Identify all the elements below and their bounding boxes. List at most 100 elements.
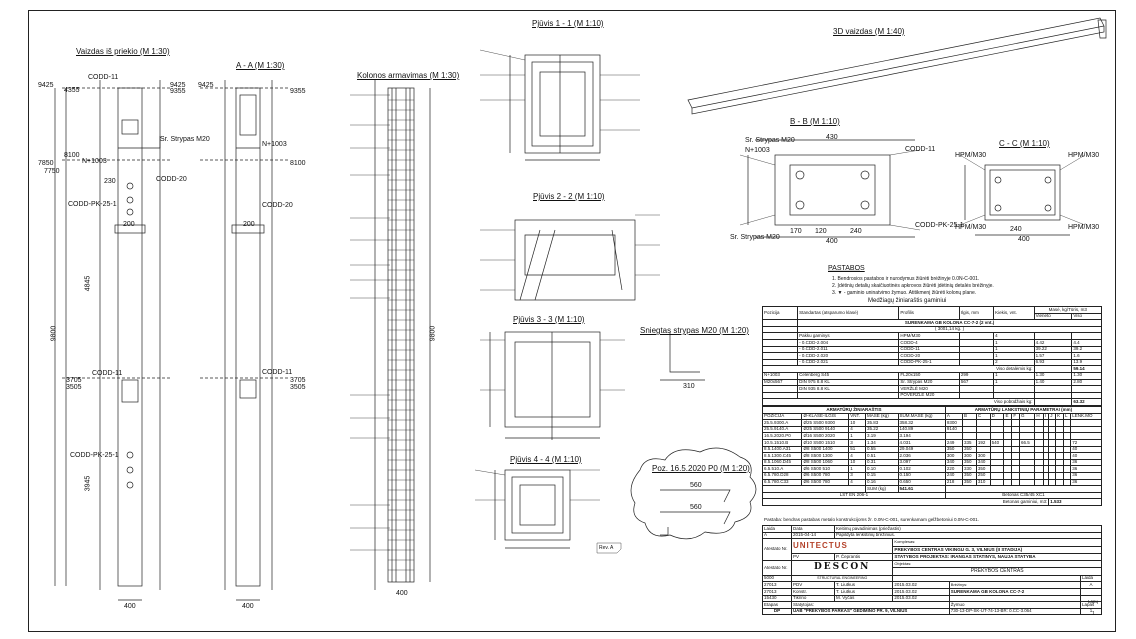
header-cell: Standartas (atsparumo klasė) [797, 305, 900, 321]
etapas: DP [762, 607, 792, 616]
cc-view-title: C - C (M 1:10) [999, 139, 1050, 148]
descon-logo: DESCON [814, 562, 871, 573]
product-mass: ( 3001,14 kg. ) [797, 325, 1102, 334]
drawing-sheet [28, 10, 1116, 632]
header-cell: Profilis [898, 305, 960, 321]
concrete-label: Betonas gaminiui, m3: [761, 498, 1050, 506]
sum-value: 541.61 [897, 485, 946, 493]
section-44-title: Pjūvis 4 - 4 (M 1:10) [510, 455, 582, 464]
header-cell: Ilgis, mm [958, 305, 995, 321]
section-33-outline [504, 331, 601, 428]
rev-cell: Papildyta lenkstinių brėžinius. [834, 531, 1102, 540]
statytojas: UAB "PREKYBOS PARKAS" GEDIMINO PR. 9, VI… [791, 607, 950, 616]
label-hpm: HPM/M30 [955, 224, 987, 231]
title-block: Laida Data Keitimų pavadinimas (priežast… [762, 525, 1102, 616]
kompleksas: PREKYBOS CENTRAS VIKINGU G. 3, VILNIUS (… [892, 545, 1102, 555]
label-nuo: N+1003 [82, 158, 107, 165]
standard: LST EN 206-1 [762, 491, 946, 500]
label-codd21: CODD-PK-25-1 [915, 222, 964, 229]
section-11-title: Pjūvis 1 - 1 (M 1:10) [532, 19, 604, 28]
label-codd21: CODD-PK-25-1 [68, 201, 117, 208]
table-row: POVERŽLĖ M20 [761, 391, 1102, 400]
kompleksas-label: Komplesas: [892, 538, 1102, 547]
dim-width: 240 [1010, 226, 1022, 233]
label-codd: CODD-11 [262, 369, 293, 376]
dim-height: 4845 [84, 275, 92, 292]
dim-level: 4355 [64, 87, 80, 94]
dim-width: 310 [683, 383, 695, 390]
snieg-title: Sniegtas strypas M20 (M 1:20) [640, 326, 749, 335]
label-codd20: CODD-20 [262, 202, 293, 209]
pv-name: P. Čeprantis [833, 553, 894, 561]
rebar-column-outline [387, 87, 415, 583]
dim-width: 430 [826, 134, 838, 141]
rev-header: Laida [762, 525, 792, 533]
dim-width: 400 [396, 590, 408, 597]
poz-title: Poz. 16.5.2020 P0 (M 1:20) [652, 464, 750, 473]
company-cell: UNITECTUS [790, 538, 894, 555]
dim-level: 3505 [66, 384, 82, 391]
concrete-volume: 1.533 [1048, 498, 1102, 506]
dim-level: 3705 [66, 377, 82, 384]
left-label: 5000 [762, 574, 792, 583]
label-strypas: Sr. Strypas M20 [730, 234, 780, 241]
pv-label: PV [791, 553, 835, 561]
sum-label: SUM (kg) [864, 485, 899, 493]
rev-header: Data [791, 525, 835, 533]
dim-width: 240 [850, 228, 862, 235]
dim-width: 230 [104, 178, 116, 185]
dim-width: 120 [815, 228, 827, 235]
lapu: 1 [1092, 611, 1095, 617]
bb-view-title: B - B (M 1:10) [790, 117, 840, 126]
dim-level: 3505 [290, 384, 306, 391]
descon-sub: STRUCTURAL ENGINEERING [790, 574, 894, 583]
rev-tag: Rev. A [599, 545, 614, 551]
label-codd21: CODD-PK-25-1 [70, 452, 119, 459]
materials-header-row: Pozicija Standartas (atsparumo klasė) Pr… [761, 305, 1103, 321]
dim-level: 9355 [290, 88, 306, 95]
note-3: 3. ▼ - gaminio uninatvimo žymuo. Atitikm… [832, 290, 977, 296]
rebar-view-title: Kolonos armavimas (M 1:30) [357, 71, 460, 80]
note-2: 2. Įdėtinių detalių skaičiuotinės apkrov… [832, 283, 994, 289]
label-hpm: HPM/M30 [955, 152, 987, 159]
product-name: SURENKAMA GB KOLONA CC-7-2 (2 vnt.) [797, 319, 1102, 327]
dim-height: 9800 [50, 325, 58, 342]
dim-width: 400 [1018, 236, 1030, 243]
section-cc-outline [984, 164, 1061, 221]
dim-level: 9425 [38, 82, 54, 89]
materials-table: Pozicija Standartas (atsparumo klasė) Pr… [761, 305, 1103, 406]
3d-view-title: 3D vaizdas (M 1:40) [833, 27, 905, 36]
label-hpm: HPM/M30 [1068, 224, 1100, 231]
label-strypas: Sr. Strypas M20 [745, 137, 795, 144]
objektas: PREKYBOS CENTRAS [892, 567, 1102, 576]
general-note: Pastaba: bendras pastabas metalo konstru… [764, 517, 979, 522]
rev-cell: 2015-04-14 [791, 531, 835, 540]
sum-value: 63.32 [1071, 398, 1102, 406]
sum-label: Viso detalėmis kg: [762, 365, 1035, 373]
rebar-table-title: ARMATŪRŲ ŽINIARAŠTIS [762, 406, 946, 414]
label-strypas: Sr. Strypas M20 [160, 136, 210, 143]
dim-level: 3705 [290, 377, 306, 384]
front-view-title: Vaizdas iš priekio (M 1:30) [76, 47, 170, 56]
sum-value: 59.14 [1071, 365, 1102, 373]
aa-view-title: A - A (M 1:30) [236, 61, 285, 70]
objektas-label: Objektas: [892, 559, 1102, 569]
label-nuo: N+1003 [262, 141, 287, 148]
label-codd: CODD-11 [92, 370, 123, 377]
dim-width: 560 [690, 482, 702, 489]
lapu-label: Lapų [1088, 599, 1099, 604]
sum-label: Viso pobūdžiais kg: [762, 398, 1035, 406]
brezinys: SURENKAMA GB KOLONA CC-7-2 [948, 587, 1082, 596]
